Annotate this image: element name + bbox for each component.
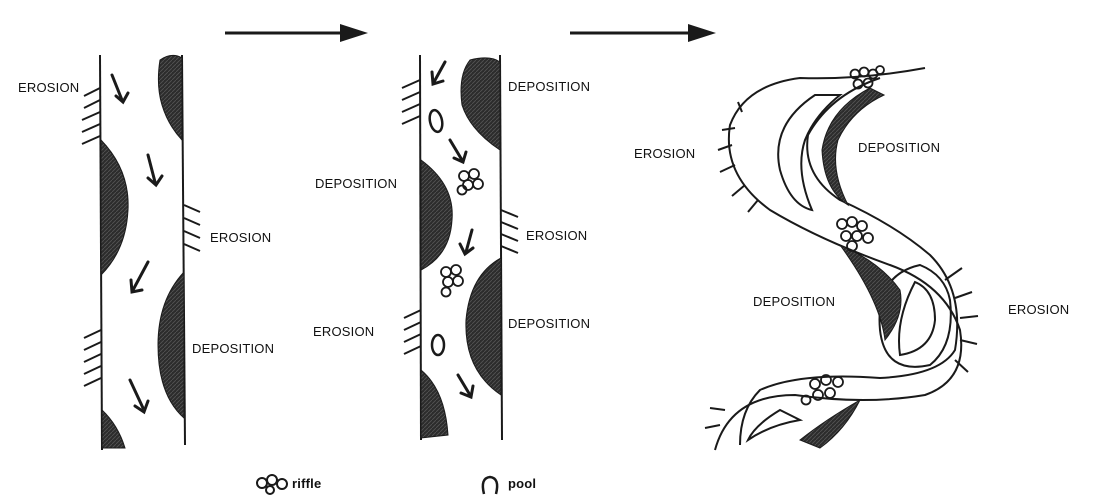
stage2-riffle-lower	[441, 265, 463, 297]
riffle-icon	[257, 475, 287, 494]
stage1-deposit-bottom-left	[102, 410, 125, 448]
stage2-pool-upper	[428, 109, 444, 133]
stage1-erosion-hatches-right	[184, 205, 200, 251]
stage2-erosion-hatches-lower	[404, 310, 421, 354]
legend-pool-label: pool	[508, 476, 536, 491]
stage3-erosion-label-left: EROSION	[634, 146, 695, 161]
stage1-deposit-right-lower	[158, 272, 184, 418]
stage3-erosion-hatches-bottom	[705, 408, 725, 428]
stage3-deposition-label-upper: DEPOSITION	[858, 140, 940, 155]
stage3-inner-bank	[740, 78, 957, 445]
stage2-deposit-bottom-left	[421, 370, 448, 438]
stage2-erosion-hatches-upper	[402, 80, 420, 124]
stage1-deposit-top-right	[158, 55, 182, 140]
stage2-deposit-right-lower	[466, 258, 501, 395]
stage2-deposition-label-left: DEPOSITION	[315, 176, 397, 191]
stage3-deposit-middle	[840, 245, 901, 340]
stage1-erosion-hatches-lower	[84, 330, 101, 386]
stage2-pool-lower	[432, 335, 444, 355]
stage3-deposit-bottom	[800, 400, 860, 448]
legend-riffle-label: riffle	[292, 476, 321, 491]
stage1-erosion-label-upper: EROSION	[18, 80, 79, 95]
pool-icon	[483, 477, 497, 494]
stage3-pointbar-bottom	[748, 410, 800, 440]
stage2-erosion-label-left: EROSION	[313, 324, 374, 339]
stage2-erosion-label-right: EROSION	[526, 228, 587, 243]
stage3-erosion-label-right: EROSION	[1008, 302, 1069, 317]
progression-arrowhead-1	[340, 24, 368, 42]
stage1-erosion-hatches-upper	[82, 88, 100, 144]
stage2-deposit-top-right	[461, 58, 500, 150]
progression-arrowhead-2	[688, 24, 716, 42]
stage2-deposition-label-top: DEPOSITION	[508, 79, 590, 94]
stage2-riffle-upper	[458, 169, 484, 195]
stage2-deposition-label-bottom: DEPOSITION	[508, 316, 590, 331]
stage2-deposit-left	[421, 160, 452, 270]
stage1-erosion-label-right: EROSION	[210, 230, 271, 245]
stage2-erosion-hatches-right	[501, 210, 518, 253]
stage1-deposition-label: DEPOSITION	[192, 341, 274, 356]
stage3-deposition-label-lower: DEPOSITION	[753, 294, 835, 309]
stage1-deposit-left	[101, 140, 128, 275]
